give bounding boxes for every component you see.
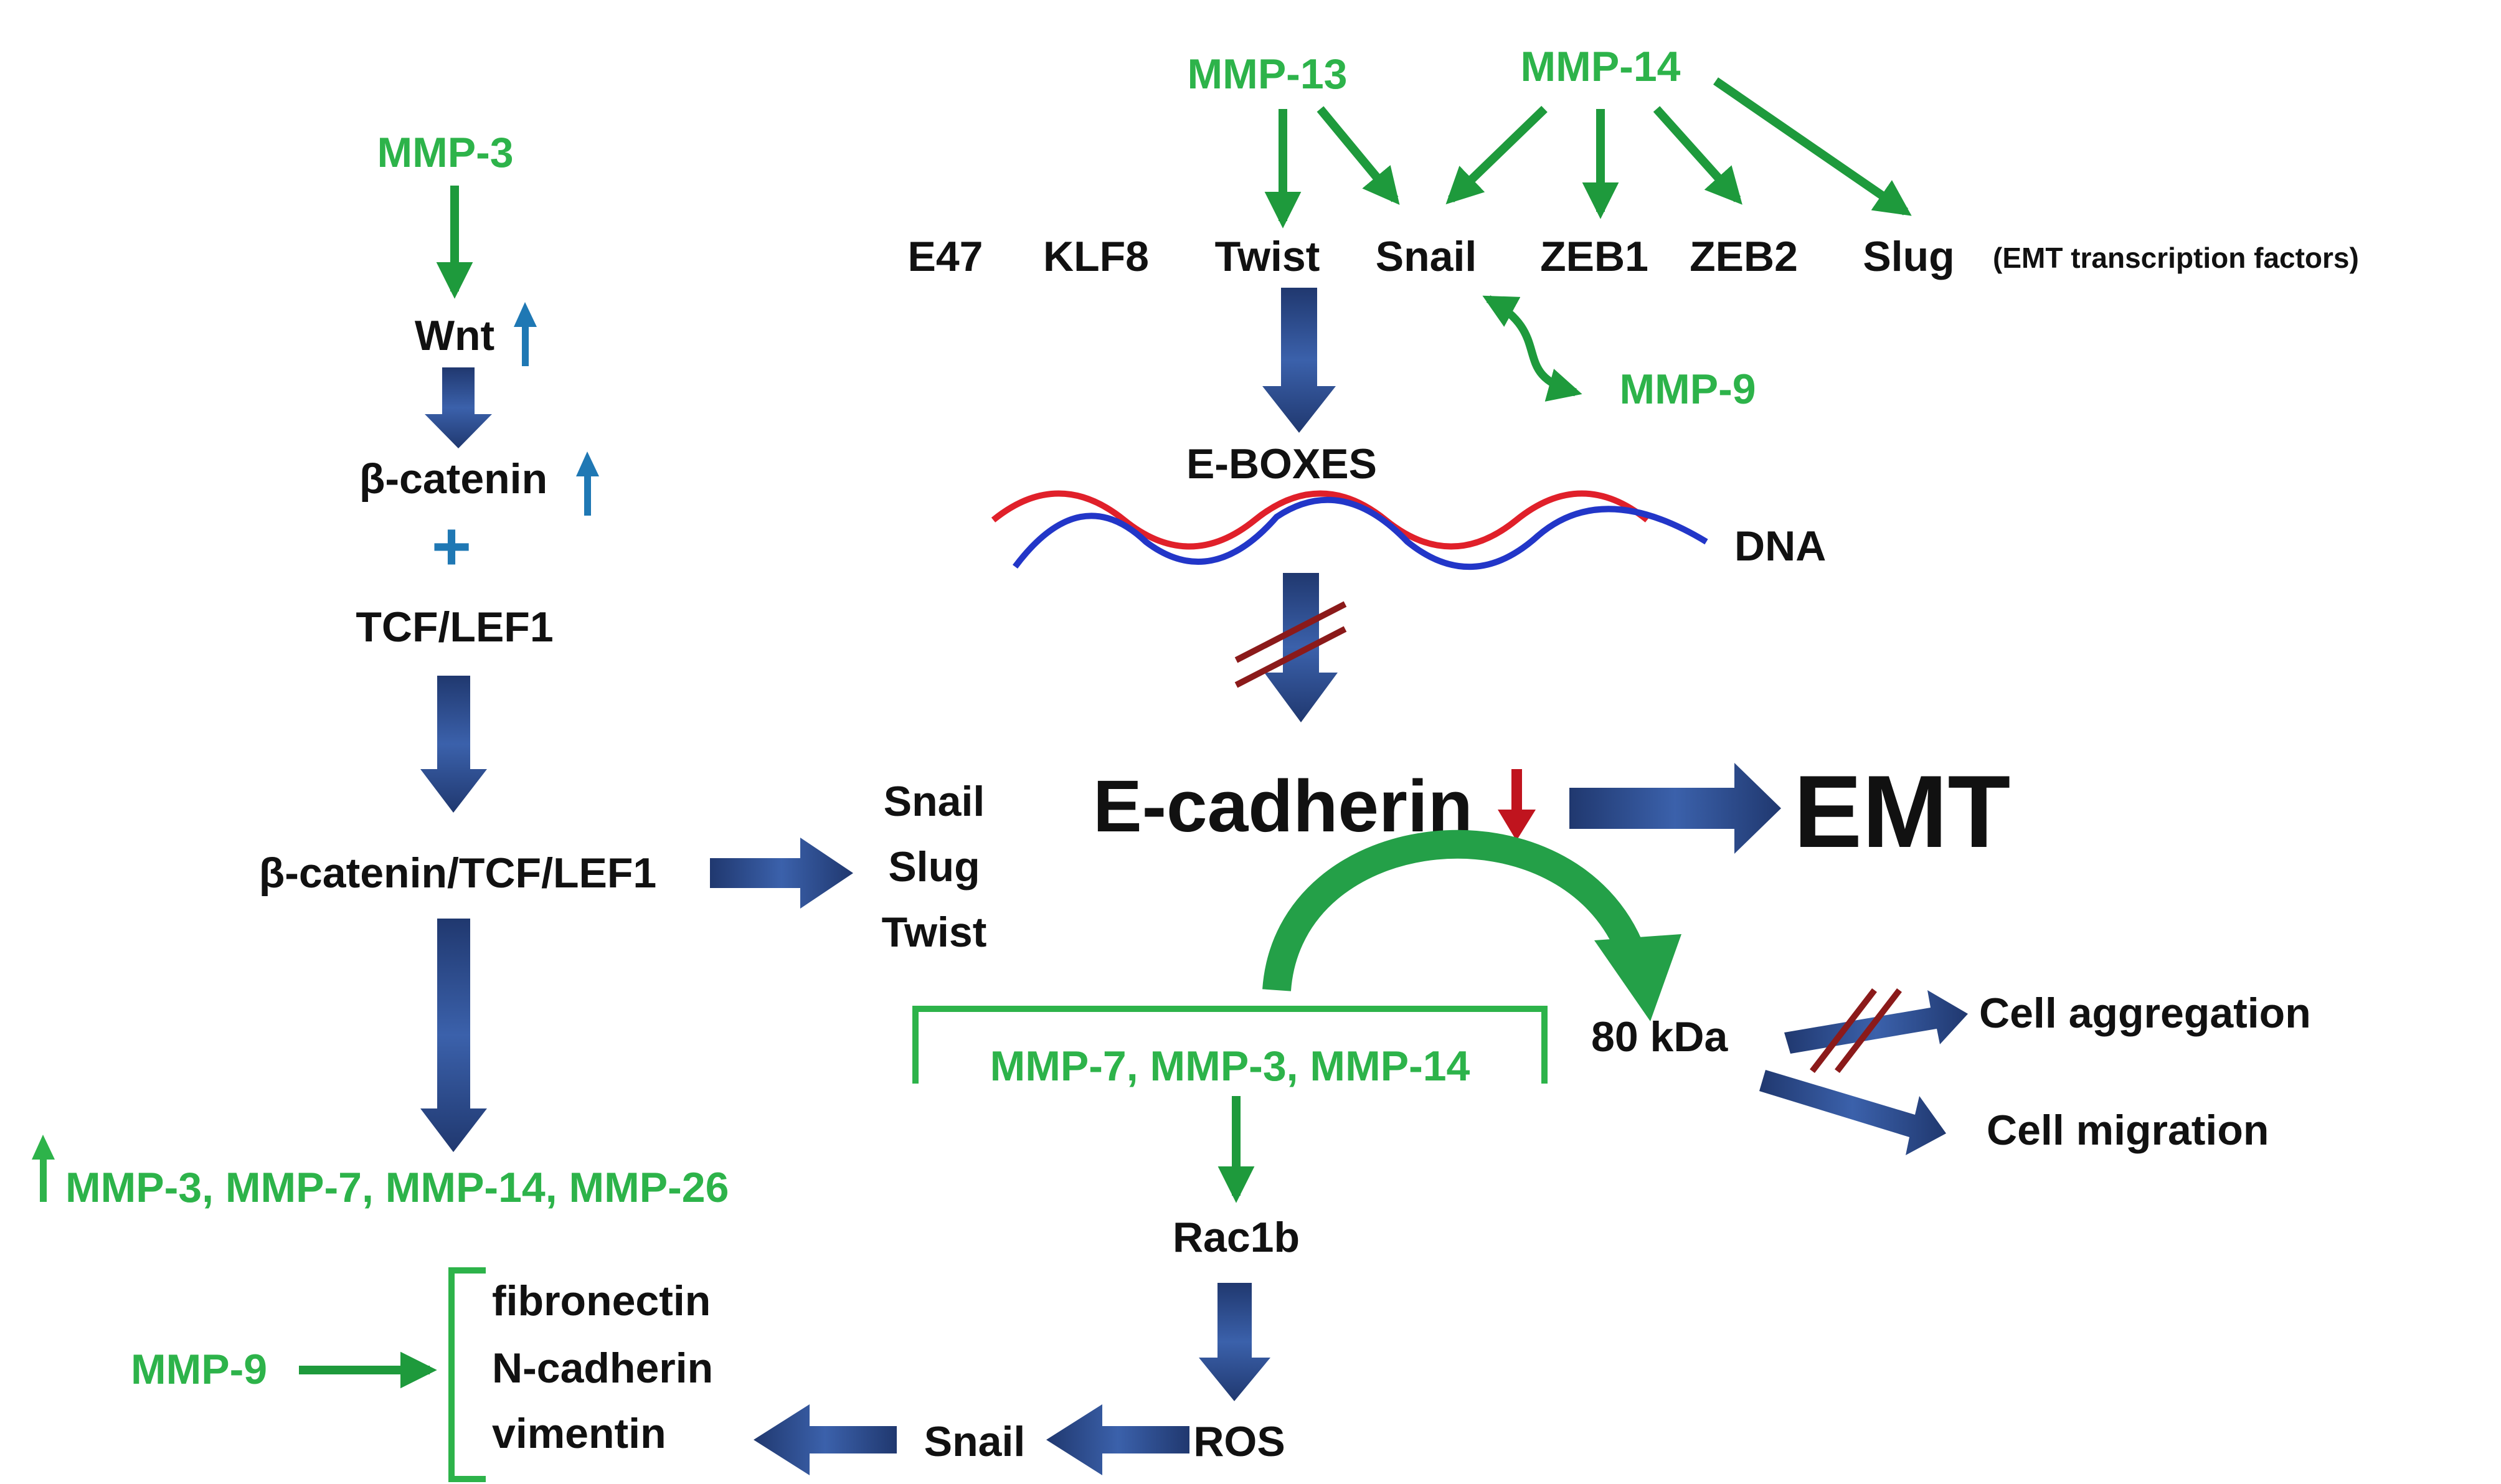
migration-label: Cell migration: [1987, 1107, 2269, 1154]
snail-mmp9-double-arrow: [1482, 295, 1582, 402]
kda-to-migration-arrow: [1759, 1070, 1946, 1155]
mmp-group-bracket: [912, 1006, 1548, 1084]
mmp14-label: MMP-14: [1521, 43, 1681, 90]
bcatenin-up-arrow: [576, 451, 599, 516]
bcatenin-label: β-catenin: [359, 455, 547, 503]
ros-label: ROS: [1193, 1418, 1285, 1465]
dna-to-ecadherin-arrow: [1264, 573, 1338, 722]
mmp9-top-label: MMP-9: [1619, 366, 1756, 413]
wnt-label: Wnt: [415, 312, 494, 359]
twist-to-eboxes-arrow: [1262, 288, 1336, 433]
mmp14-to-slug-arrow: [1713, 77, 1912, 216]
target-snail: Snail: [884, 778, 985, 825]
mmp-list-up-arrow: [32, 1135, 55, 1202]
wnt-up-arrow: [514, 302, 537, 366]
marker-fibronectin: fibronectin: [492, 1277, 711, 1325]
dna-strand-blue: [1013, 496, 1708, 570]
factor-klf8: KLF8: [1043, 233, 1149, 280]
ecadherin-down-arrow: [1498, 769, 1536, 841]
aggregation-label: Cell aggregation: [1979, 990, 2311, 1037]
dna-label: DNA: [1734, 522, 1826, 570]
cleavage-arrowhead: [1594, 934, 1681, 1021]
top-green-arrows: [1264, 77, 1912, 229]
factor-e47: E47: [908, 233, 983, 280]
wnt-to-bcatenin-arrow: [425, 367, 492, 448]
mmp14-to-snail-arrow: [1445, 105, 1548, 205]
plus-sign: +: [432, 508, 471, 585]
rac1b-label: Rac1b: [1173, 1214, 1300, 1261]
factor-twist: Twist: [1215, 233, 1320, 280]
snail-bottom-label: Snail: [924, 1418, 1026, 1465]
factor-zeb2: ZEB2: [1690, 233, 1798, 280]
marker-vimentin: vimentin: [492, 1410, 666, 1457]
target-twist: Twist: [882, 909, 987, 956]
mmp14-to-zeb2-arrow: [1653, 106, 1742, 205]
mmp13-label: MMP-13: [1188, 50, 1348, 98]
kda-label: 80 kDa: [1591, 1013, 1728, 1061]
markers-bracket: [448, 1267, 486, 1482]
mmp-list-label: MMP-3, MMP-7, MMP-14, MMP-26: [65, 1164, 729, 1211]
aggregation-block-mark: [1810, 988, 1902, 1074]
marker-ncadherin: N-cadherin: [492, 1345, 713, 1392]
mmp3-label: MMP-3: [377, 129, 513, 176]
cleavage-curved-arrow: [1262, 829, 1645, 991]
ecadherin-label: E-cadherin: [1093, 765, 1473, 848]
mmp13-to-snail-arrow: [1317, 106, 1400, 206]
mmp-group-label: MMP-7, MMP-3, MMP-14: [990, 1042, 1470, 1090]
tcf-label: TCF/LEF1: [356, 603, 553, 651]
factor-slug: Slug: [1863, 233, 1954, 280]
snail-to-markers-arrow: [754, 1404, 897, 1475]
ros-to-snail-arrow: [1046, 1404, 1189, 1475]
tf-note: (EMT transcription factors): [1993, 242, 2359, 274]
complex-to-mmps-arrow: [420, 919, 487, 1152]
mmp9-bottom-label: MMP-9: [131, 1346, 267, 1393]
rac1b-to-ros-arrow: [1199, 1283, 1270, 1401]
emt-label: EMT: [1794, 754, 2010, 869]
dna-strand-red: [991, 490, 1650, 550]
tcf-to-complex-arrow: [420, 676, 487, 813]
complex-to-targets-arrow: [710, 838, 853, 909]
target-slug: Slug: [888, 843, 980, 891]
factor-zeb1: ZEB1: [1540, 233, 1648, 280]
eboxes-label: E-BOXES: [1186, 440, 1377, 488]
ecadherin-to-emt-arrow: [1569, 763, 1781, 854]
factor-snail: Snail: [1376, 233, 1477, 280]
complex-label: β-catenin/TCF/LEF1: [259, 849, 656, 897]
dna-arrow-block-mark: [1234, 601, 1347, 688]
